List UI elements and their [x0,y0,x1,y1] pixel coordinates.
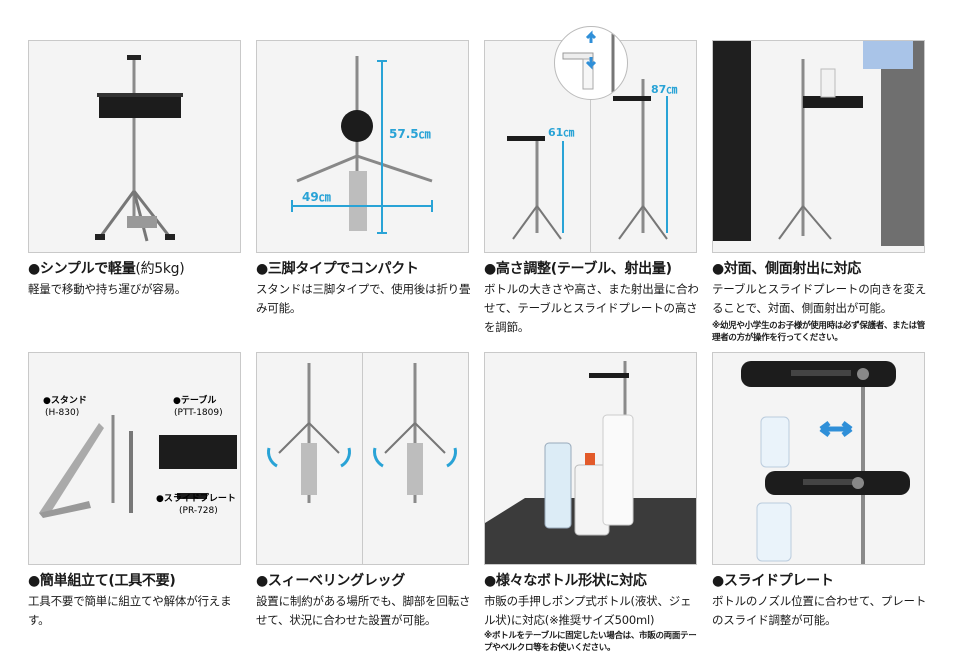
parts-illustration: ●スタンド (H-830) ●テーブル (PTT-1809) ●スライドプレート… [39,394,237,518]
panel-description: 軽量で移動や持ち運びが容易。 [28,282,187,296]
fixing-note: ※ボトルをテーブルに固定したい場合は、市販の両面テープやベルクロ等をお使いくださ… [484,631,697,653]
photo-people-using-stand [712,40,925,253]
part-plate-name: ●スライドプレート [156,492,236,504]
photo-slide-plate-closeup [712,352,925,565]
panel-description: ボトルのノズル位置に合わせて、プレートのスライド調整が可能。 [712,594,927,627]
panel-description: 設置に制約がある場所でも、脚部を回転させて、状況に合わせた設置が可能。 [256,594,471,627]
photo-stand-with-table [28,40,241,253]
panel-title: ●シンプルで軽量(約5kg) [28,261,185,277]
safety-note: ※幼児や小学生のお子様が使用時は必ず保護者、または管理者の方が操作を行ってくださ… [712,321,925,343]
panel-description: 工具不要で簡単に組立てや解体が行えます。 [28,594,232,627]
panel-description: ボトルの大きさや高さ、また射出量に合わせて、テーブルとスライドプレートの高さを調… [484,282,699,334]
weight-note: (約5kg) [135,261,185,277]
panel-title: ●三脚タイプでコンパクト [256,261,419,277]
panel-title: ●スィーベリングレッグ [256,573,405,589]
photo-folded-tripod: 57.5㎝ 49㎝ [256,40,469,253]
pump-height-icon [562,30,615,97]
bottles-illustration [485,361,696,564]
height-dimension: 57.5㎝ [389,127,431,141]
slide-plate-illustration [741,361,910,564]
tripod-illustration: 57.5㎝ 49㎝ [291,56,433,234]
part-table-name: ●テーブル [173,394,216,406]
panel-description: 市販の手押しポンプ式ボトル(液状、ジェル状)に対応(※推奨サイズ500ml) [484,594,692,627]
swivel-illustration [267,353,457,564]
panel-title: ●簡単組立て(工具不要) [28,573,176,589]
photo-two-heights: 61㎝ 87㎝ [484,40,697,253]
usage-illustration [713,41,924,246]
part-table-model: (PTT-1809) [174,408,223,418]
width-dimension: 49㎝ [302,190,331,204]
part-stand-name: ●スタンド [43,394,87,406]
panel-title: ●スライドプレート [712,573,834,589]
panel-title: ●高さ調整(テーブル、射出量) [484,261,672,277]
part-plate-model: (PR-728) [179,506,218,516]
high-height-dimension: 87㎝ [651,83,677,96]
part-stand-model: (H-830) [45,408,79,418]
panel-title: ●様々なボトル形状に対応 [484,573,647,589]
panel-title: ●対面、側面射出に対応 [712,261,861,277]
inset-pump-zoom [554,26,628,100]
photo-parts-layout: ●スタンド (H-830) ●テーブル (PTT-1809) ●スライドプレート… [28,352,241,565]
low-height-dimension: 61㎝ [548,126,574,139]
photo-swivel-legs [256,352,469,565]
panel-description: スタンドは三脚タイプで、使用後は折り畳み可能。 [256,282,471,315]
height-comparison-illustration: 61㎝ 87㎝ [507,41,677,252]
photo-bottles-on-table [484,352,697,565]
stand-illustration [95,55,183,242]
panel-description: テーブルとスライドプレートの向きを変えることで、対面、側面射出が可能。 [712,282,927,315]
